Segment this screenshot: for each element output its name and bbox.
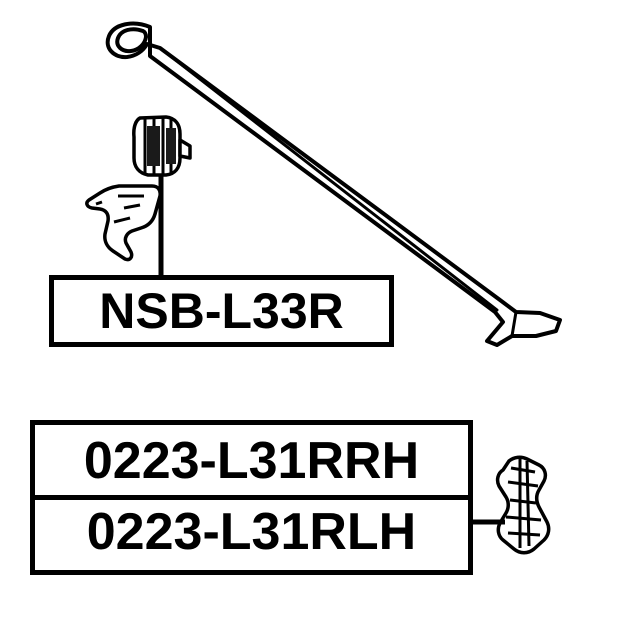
stabilizer-bracket-graphic — [85, 184, 162, 262]
part-number-0223-l31rrh: 0223-L31RRH — [83, 432, 420, 490]
part-number-nsb-l33r: NSB-L33R — [99, 283, 344, 339]
part-number-0223-l31rlh: 0223-L31RLH — [86, 503, 417, 561]
stabilizer-bushing-graphic — [132, 115, 192, 177]
stabilizer-bar-graphic — [105, 21, 562, 347]
stabilizer-link-graphic — [495, 455, 551, 555]
part-number-label-bottom: 0223-L31RRH 0223-L31RLH — [30, 420, 473, 575]
part-number-label-top: NSB-L33R — [49, 275, 394, 347]
label-divider — [35, 495, 468, 500]
